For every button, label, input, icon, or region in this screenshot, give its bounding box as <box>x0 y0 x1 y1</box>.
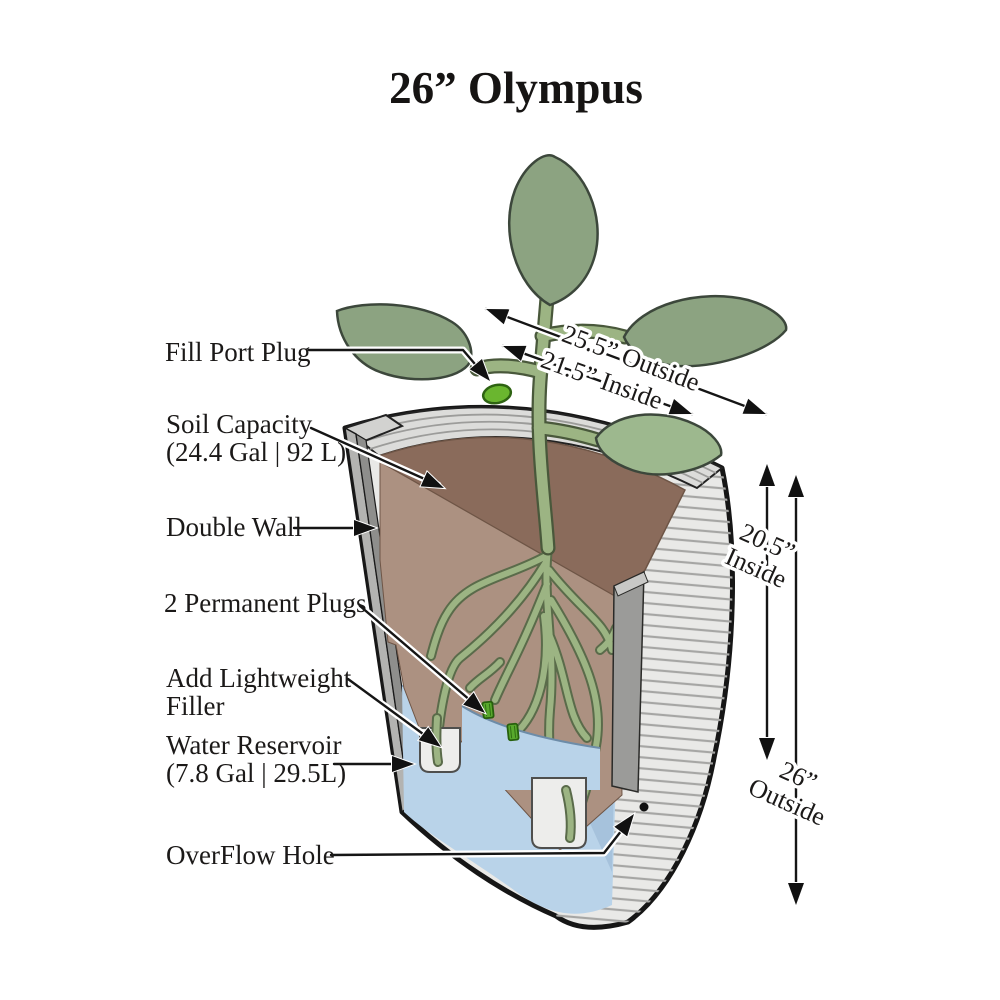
right-foot-cup <box>531 777 587 849</box>
label-lightweight-filler-line1: Add Lightweight <box>166 663 352 693</box>
leader-permanent-plugs <box>358 604 480 709</box>
label-overflow-hole: OverFlow Hole <box>166 840 335 870</box>
arrowhead-dim <box>758 737 776 761</box>
label-water-reservoir: Water Reservoir <box>166 730 342 760</box>
permanent-plug-2 <box>506 722 520 742</box>
plant-illustration <box>335 154 788 548</box>
leaf-right-mid <box>594 413 723 476</box>
fill-port-plug-marker <box>481 383 513 405</box>
leader-soil-capacity <box>309 426 440 487</box>
soil-top-surface <box>378 436 686 599</box>
page-title: 26” Olympus <box>389 63 643 113</box>
label-soil-capacity: Soil Capacity <box>166 409 313 439</box>
label-water-reservoir-detail: (7.8 Gal | 29.5L) <box>166 758 346 788</box>
leaf-right-upper <box>622 294 788 368</box>
leaf-left <box>335 303 473 381</box>
arch-edge <box>461 705 601 749</box>
inner-wall-bevel <box>613 571 649 597</box>
arrowhead-dim <box>758 463 776 487</box>
leaf-top <box>507 154 599 307</box>
overflow-hole-dot <box>639 802 649 812</box>
pot-ribbed-wall <box>556 464 733 928</box>
leader-lightweight-filler <box>346 677 436 744</box>
arrowhead-dim <box>787 474 805 498</box>
dim-line-outside-width <box>484 307 768 416</box>
callout-leaders <box>290 346 642 859</box>
label-permanent-plugs: 2 Permanent Plugs <box>164 588 367 618</box>
dim-line-inside-width <box>501 344 694 416</box>
label-fill-port-plug: Fill Port Plug <box>165 337 311 367</box>
inner-wall-cut-right <box>611 570 645 793</box>
label-lightweight-filler-line2: Filler <box>166 691 225 721</box>
label-soil-capacity-detail: (24.4 Gal | 92 L) <box>166 437 346 467</box>
label-double-wall: Double Wall <box>166 512 302 542</box>
callout-labels: Fill Port Plug Soil Capacity (24.4 Gal |… <box>164 337 367 870</box>
arrowhead-dim <box>787 882 805 906</box>
root-in-right-cup-fill <box>563 787 574 841</box>
reservoir-arch <box>462 706 600 790</box>
